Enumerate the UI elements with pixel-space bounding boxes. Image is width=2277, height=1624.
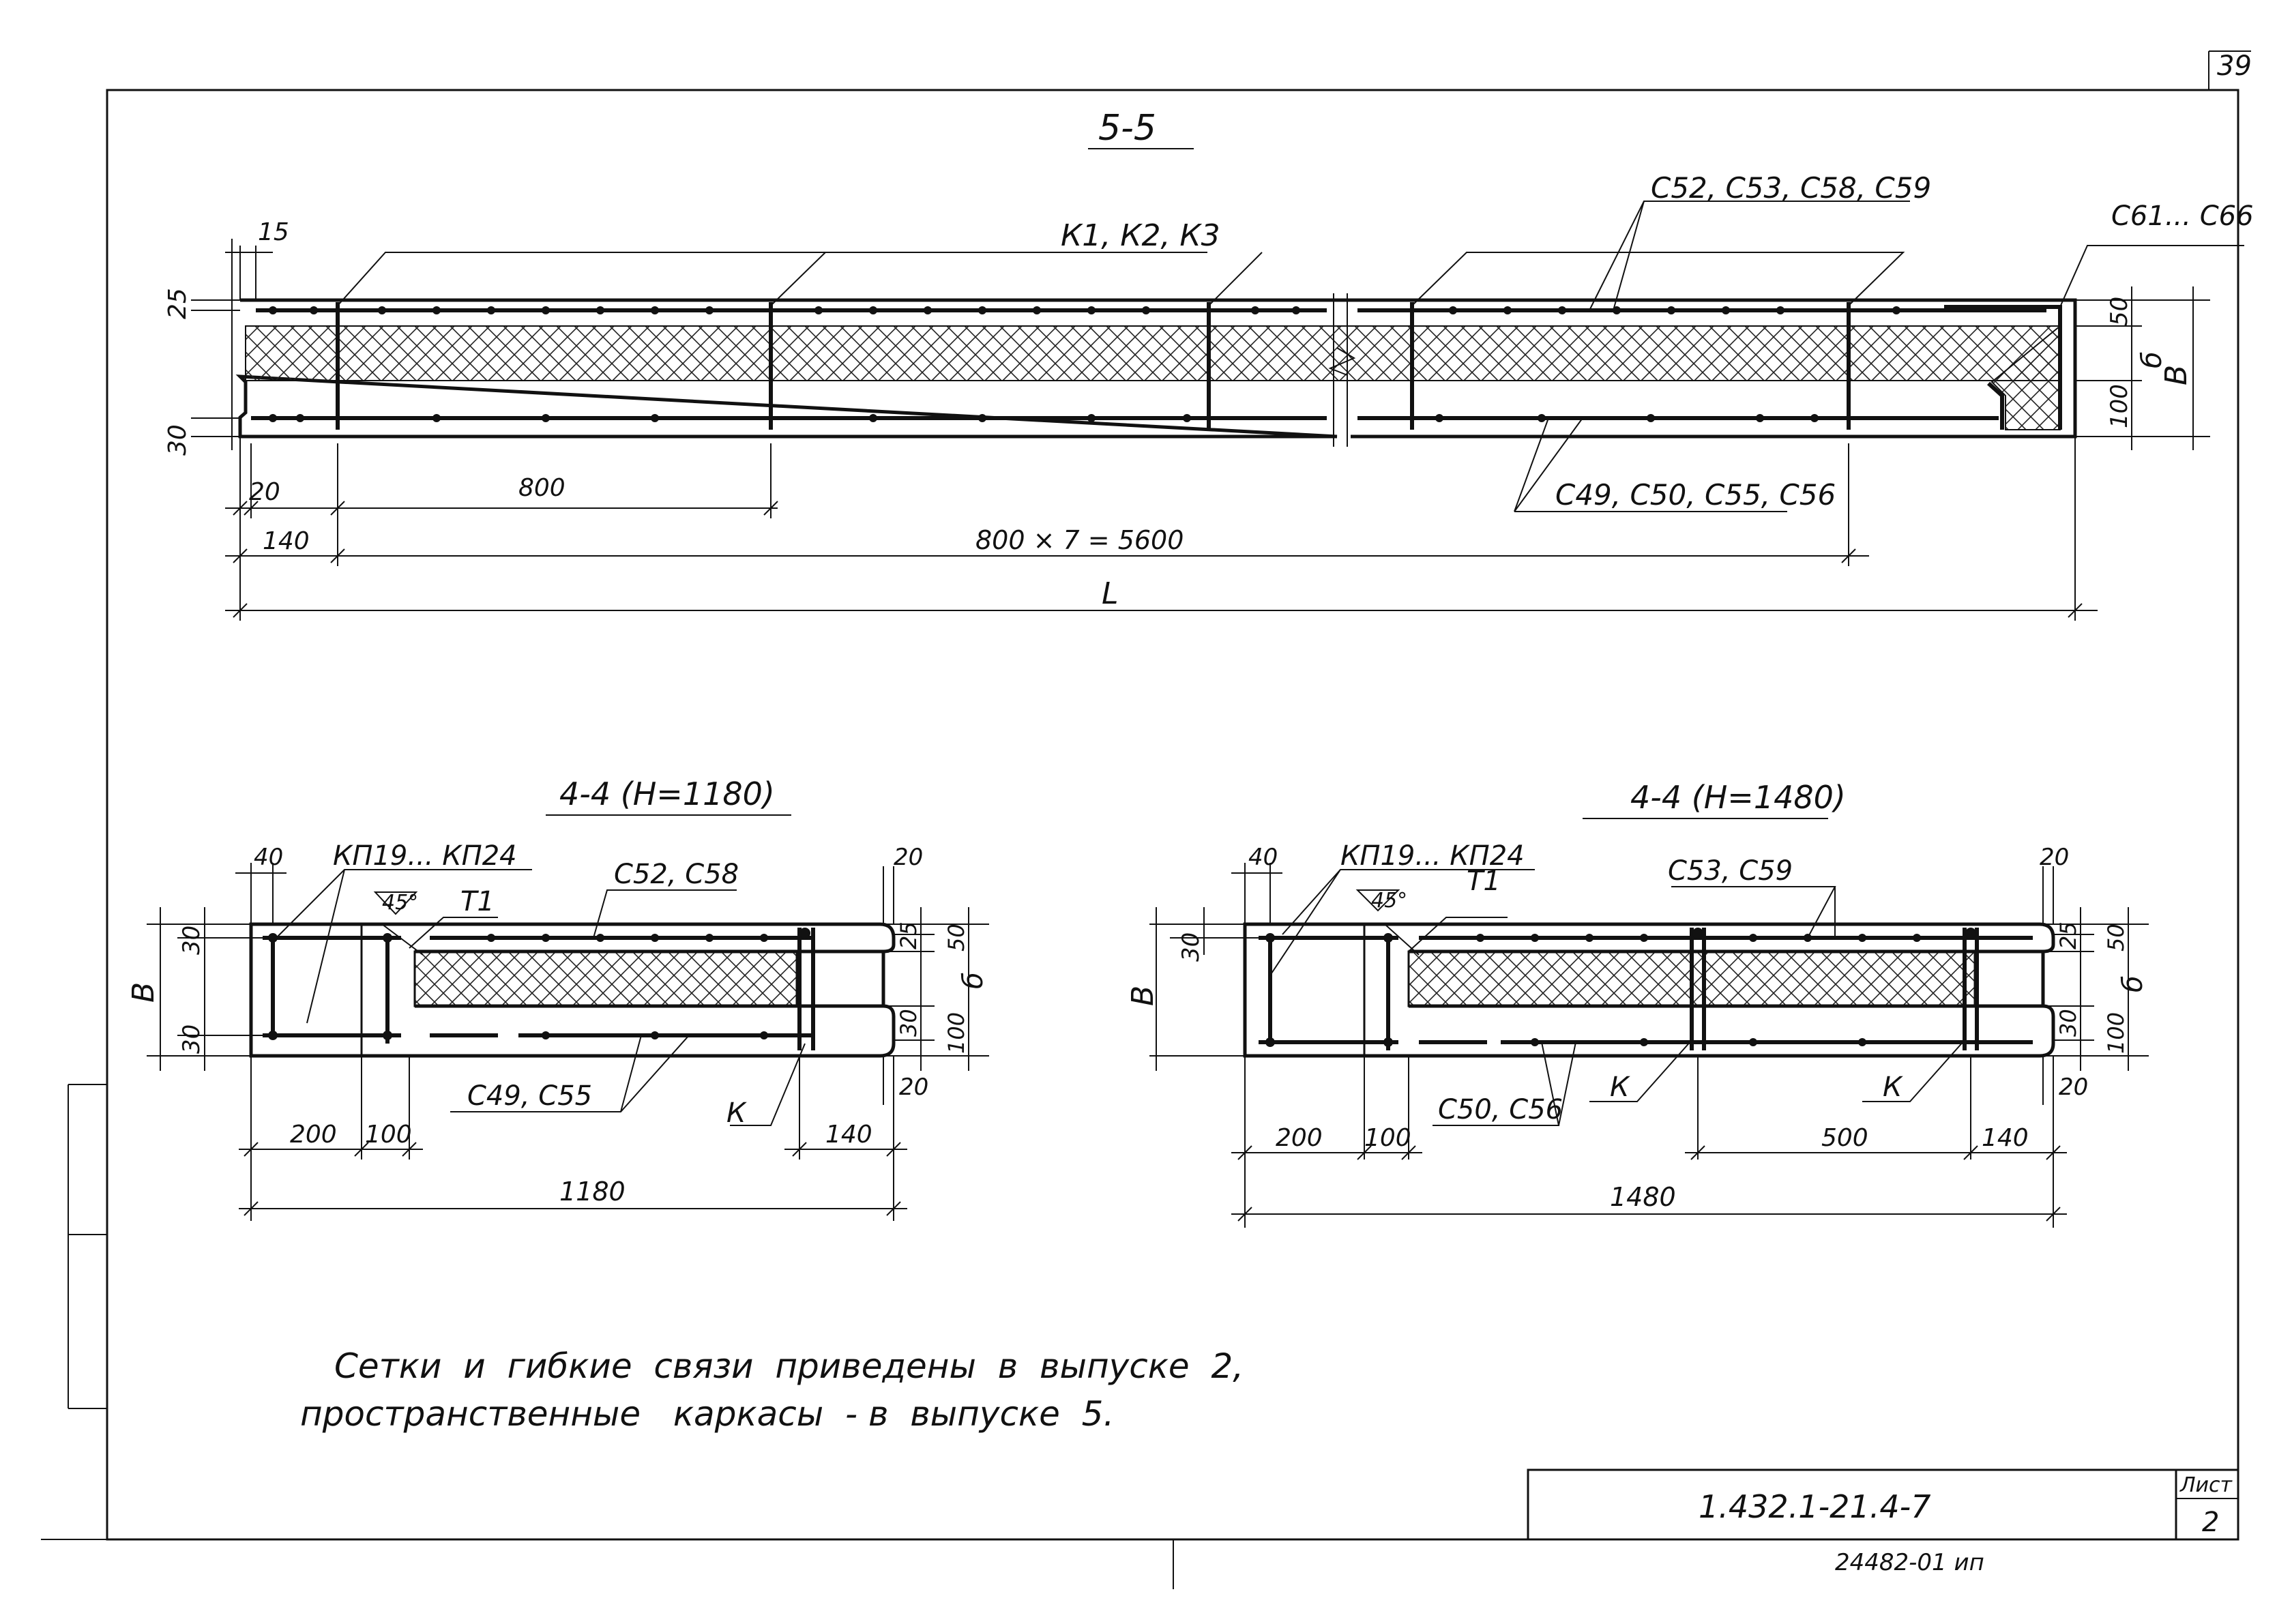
sheet-frame (41, 50, 2251, 1589)
right-dim-B: В (1126, 986, 1160, 1006)
frames-label-k1-k3: К1, К2, К3 (1061, 218, 1220, 253)
right-frame-label-1: К (1610, 1072, 1630, 1103)
dim-20: 20 (249, 478, 280, 506)
left-dim-25: 25 (896, 921, 922, 949)
note-line-2: пространственные каркасы - в выпуске 5. (300, 1394, 1114, 1434)
left-dim-50: 50 (943, 924, 969, 951)
left-dim-30-bottom: 30 (178, 1024, 205, 1054)
right-dim-20-top: 20 (2040, 844, 2069, 871)
left-top-mesh-label: С52, С58 (614, 859, 739, 890)
title-block (1527, 1468, 2239, 1541)
dim-50-right: 50 (2106, 297, 2133, 326)
sheet-label: Лист (2179, 1473, 2233, 1497)
left-dim-140: 140 (825, 1121, 872, 1149)
left-dim-100-b: 100 (365, 1121, 412, 1149)
dim-span-5600: 800 × 7 = 5600 (975, 525, 1184, 555)
dim-140: 140 (263, 527, 310, 555)
left-dim-b-small: б (958, 972, 989, 989)
right-angle-label: 45° (1371, 889, 1407, 913)
end-rib-hatch (1990, 324, 2061, 430)
left-frame-label: К (726, 1097, 747, 1129)
left-bottom-mesh-label: С49, С55 (467, 1080, 592, 1112)
insulation-layer (245, 325, 2061, 381)
archive-number: 24482-01 ип (1835, 1549, 1984, 1576)
corner-page-number: 39 (2217, 50, 2252, 82)
left-dim-30-right: 30 (896, 1009, 922, 1037)
left-dim-200: 200 (290, 1121, 337, 1149)
right-dim-total: 1480 (1610, 1182, 1676, 1212)
right-bottom-mesh-label: С50, С56 (1438, 1094, 1563, 1125)
dim-100-right: 100 (2106, 384, 2133, 428)
right-dim-20-bottom: 20 (2059, 1074, 2088, 1101)
right-dim-100: 100 (2103, 1012, 2129, 1054)
right-dim-500: 500 (1821, 1124, 1868, 1152)
left-dim-20-bottom: 20 (899, 1074, 928, 1101)
right-dim-200: 200 (1276, 1124, 1323, 1152)
right-frames-label: КП19... КП24 (1340, 840, 1525, 872)
drawing-code: 1.432.1-21.4-7 (1699, 1488, 1930, 1525)
section-5-5: 5-5 (164, 108, 2254, 621)
left-dim-100: 100 (943, 1012, 969, 1054)
bottom-meshes-label: С49, С50, С55, С56 (1555, 478, 1836, 512)
left-dim-20-top: 20 (894, 844, 923, 871)
left-frames-label: КП19... КП24 (333, 840, 517, 872)
right-dim-140: 140 (1982, 1124, 2029, 1152)
note-line-1: Сетки и гибкие связи приведены в выпуске… (334, 1346, 1244, 1386)
dim-b-small-right: б (2136, 351, 2168, 368)
dim-30: 30 (164, 424, 192, 456)
right-dim-30-top: 30 (1177, 932, 1205, 962)
right-dim-100-b: 100 (1364, 1124, 1411, 1152)
right-dim-30-right: 30 (2055, 1009, 2081, 1037)
dim-25: 25 (164, 288, 192, 319)
dim-800: 800 (518, 474, 565, 502)
dim-15: 15 (258, 218, 289, 246)
section-5-5-title: 5-5 (1098, 108, 1156, 149)
right-top-mesh-label: С53, С59 (1668, 855, 1793, 887)
right-frame-label-2: К (1883, 1072, 1903, 1103)
section-4-4-right: 4-4 (Н=1480) КП19... КП24 (1126, 779, 2149, 1228)
sheet-number: 2 (2202, 1507, 2219, 1538)
right-dim-40: 40 (1248, 844, 1278, 871)
left-dim-30-top: 30 (178, 926, 205, 955)
dim-L: L (1102, 576, 1119, 611)
top-meshes-label: С52, С53, С58, С59 (1651, 171, 1931, 205)
left-dim-B: В (126, 982, 161, 1003)
dim-B-right: В (2159, 365, 2194, 385)
right-dim-b-small: б (2117, 975, 2149, 992)
end-meshes-label: С61... С66 (2111, 201, 2254, 232)
left-tie-label: Т1 (460, 886, 495, 917)
left-angle-label: 45° (382, 891, 418, 915)
section-4-4-left-title: 4-4 (Н=1180) (559, 776, 775, 812)
right-tie-label: Т1 (1467, 866, 1501, 897)
right-dim-25: 25 (2055, 921, 2081, 949)
right-dim-50: 50 (2103, 924, 2129, 951)
left-dim-total: 1180 (559, 1177, 626, 1207)
section-4-4-left: 4-4 (Н=1180) КП19... КП24 45 (126, 776, 989, 1221)
left-dim-40: 40 (254, 844, 283, 871)
section-4-4-right-title: 4-4 (Н=1480) (1630, 779, 1846, 816)
